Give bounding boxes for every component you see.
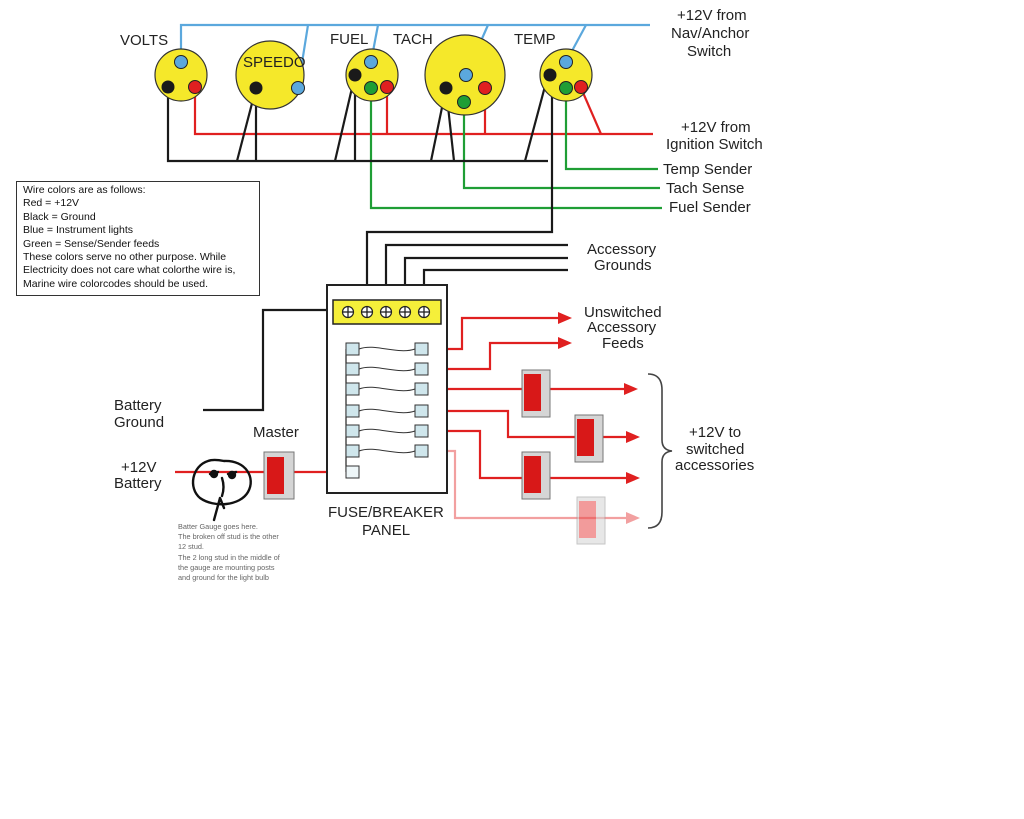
gauge-speedo bbox=[235, 40, 305, 110]
label-nav-line2: Nav/Anchor bbox=[671, 25, 749, 42]
label-nav-line1: +12V from bbox=[677, 7, 747, 24]
label-speedo: SPEEDO bbox=[243, 54, 306, 71]
breaker-links bbox=[358, 346, 416, 454]
label-switched-3: accessories bbox=[675, 457, 754, 474]
battery-gauge-sketch bbox=[191, 458, 252, 522]
accessory-switch-4 bbox=[576, 496, 606, 545]
label-temp-sender: Temp Sender bbox=[663, 161, 752, 178]
label-temp: TEMP bbox=[514, 31, 556, 48]
label-fuel: FUEL bbox=[330, 31, 368, 48]
switched-accessories-brace bbox=[647, 373, 673, 529]
label-switched-2: switched bbox=[686, 441, 744, 458]
label-tach: TACH bbox=[393, 31, 433, 48]
battery-gauge-annotation: Batter Gauge goes here. The broken off s… bbox=[178, 522, 308, 583]
gauge-volts bbox=[154, 48, 208, 102]
feed-arrows bbox=[558, 312, 640, 524]
label-switched-1: +12V to bbox=[689, 424, 741, 441]
master-switch bbox=[263, 451, 295, 500]
label-panel-1: FUSE/BREAKER bbox=[328, 504, 444, 521]
annotation-line-5: the gauge are mounting posts bbox=[178, 562, 275, 572]
legend-black: Black = Ground bbox=[23, 210, 96, 223]
label-acc-grounds-1: Accessory bbox=[587, 241, 657, 258]
gauge-temp bbox=[539, 48, 593, 102]
annotation-line-2: The broken off stud is the other bbox=[178, 532, 279, 542]
gauge-tach bbox=[424, 34, 506, 116]
legend-title: Wire colors are as follows: bbox=[23, 184, 146, 196]
legend-red: Red = +12V bbox=[23, 197, 80, 210]
label-volts: VOLTS bbox=[120, 32, 168, 49]
label-ign-line1: +12V from bbox=[681, 119, 751, 136]
accessory-switch-2 bbox=[574, 414, 604, 463]
green-sender-wires bbox=[369, 88, 662, 210]
label-master: Master bbox=[253, 424, 299, 441]
label-battery-ground-2: Ground bbox=[114, 414, 164, 431]
gauge-fuel bbox=[345, 48, 399, 102]
label-battery-ground-1: Battery bbox=[114, 397, 162, 414]
annotation-line-4: The 2 long stud in the middle of bbox=[178, 552, 280, 562]
label-battery-pos-1: +12V bbox=[121, 459, 156, 476]
accessory-switch-3 bbox=[521, 451, 551, 500]
fuse-breaker-panel bbox=[326, 284, 448, 494]
label-ign-line2: Ignition Switch bbox=[666, 136, 763, 153]
legend-note-2: Electricity does not care what colorthe … bbox=[23, 264, 236, 277]
annotation-line-6: and ground for the light bulb bbox=[178, 573, 269, 583]
label-fuel-sender: Fuel Sender bbox=[669, 199, 751, 216]
label-nav-line3: Switch bbox=[687, 43, 731, 60]
label-acc-grounds-2: Grounds bbox=[594, 257, 652, 274]
label-panel-2: PANEL bbox=[362, 522, 410, 539]
annotation-line-3: 12 stud. bbox=[178, 542, 204, 552]
legend-note-1: These colors serve no other purpose. Whi… bbox=[23, 251, 227, 264]
wire-color-legend: Wire colors are as follows: Red = +12V B… bbox=[16, 181, 260, 296]
label-unswitched-3: Feeds bbox=[602, 335, 644, 352]
legend-note-3: Marine wire colorcodes should be used. bbox=[23, 277, 209, 290]
label-unswitched-2: Accessory bbox=[587, 319, 657, 336]
legend-green: Green = Sense/Sender feeds bbox=[23, 237, 160, 250]
label-battery-pos-2: Battery bbox=[114, 475, 162, 492]
label-tach-sense: Tach Sense bbox=[666, 180, 744, 197]
label-unswitched-1: Unswitched bbox=[584, 304, 662, 321]
legend-blue: Blue = Instrument lights bbox=[23, 224, 134, 237]
annotation-line-1: Batter Gauge goes here. bbox=[178, 522, 258, 531]
accessory-switch-1 bbox=[521, 369, 551, 418]
